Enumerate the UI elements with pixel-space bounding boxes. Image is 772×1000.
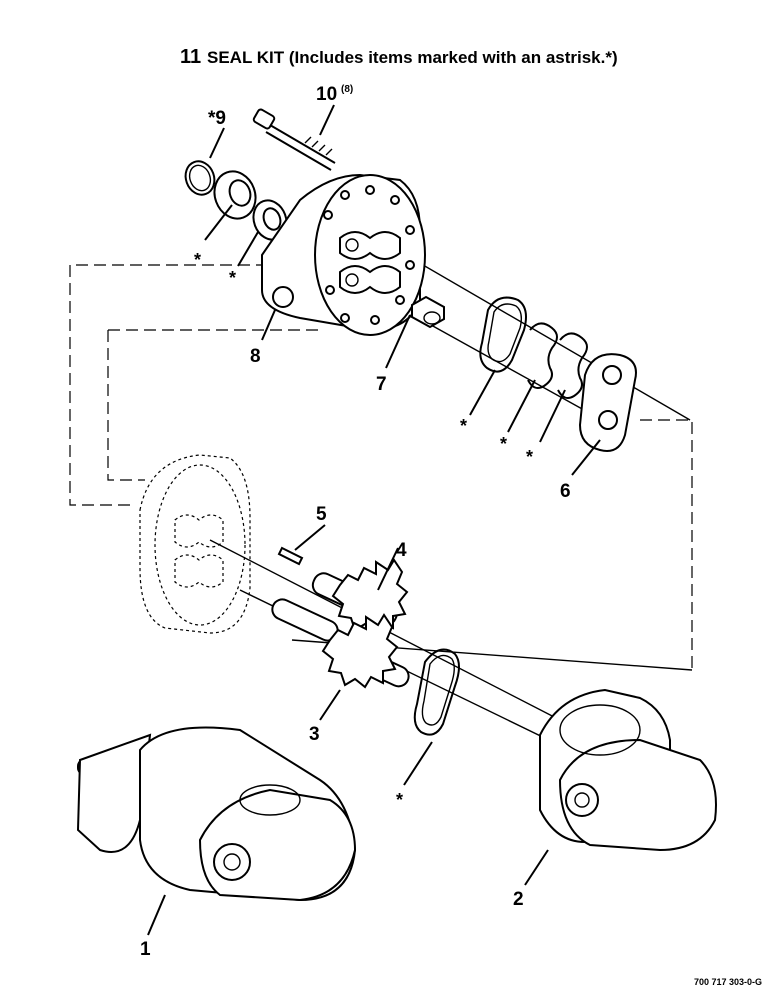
bolt-10 xyxy=(252,108,336,171)
plug-7 xyxy=(411,295,445,329)
callout-4: 4 xyxy=(396,540,407,561)
drive-gear-4 xyxy=(311,558,409,634)
key-5 xyxy=(277,546,304,566)
shaft-seal xyxy=(213,170,257,220)
o-ring-gasket-upper xyxy=(479,296,527,373)
callout-9: *9 xyxy=(208,108,226,129)
callout-1: 1 xyxy=(140,939,151,960)
asterisk-marker-washer: * xyxy=(229,268,236,288)
pump-housing-2 xyxy=(539,688,717,852)
callout-2: 2 xyxy=(513,889,524,910)
callout-10: 10 xyxy=(316,84,337,105)
driven-gear-3 xyxy=(271,598,410,689)
asterisk-marker-seal-ring-b: * xyxy=(526,447,533,467)
leader-lines xyxy=(147,104,601,936)
seal-ring-b xyxy=(557,332,588,399)
o-ring-gasket-lower xyxy=(413,648,460,736)
callout-6: 6 xyxy=(560,481,571,502)
asterisk-marker-seal: * xyxy=(194,250,201,270)
callout-3: 3 xyxy=(309,724,320,745)
asterisk-marker-gasket-upper: * xyxy=(460,416,467,436)
title-number: 11 xyxy=(180,46,201,68)
callout-5: 5 xyxy=(316,504,327,525)
title-text: SEAL KIT (Includes items marked with an … xyxy=(207,48,618,67)
cover-housing-8 xyxy=(261,173,426,336)
asterisk-marker-gasket-lower: * xyxy=(396,790,403,810)
callout-7: 7 xyxy=(376,374,387,395)
shaft-center-lines xyxy=(209,239,691,761)
callout-8: 8 xyxy=(250,346,261,367)
drawing-number: 700 717 303-0-G xyxy=(694,977,762,987)
callout-10-quantity: (8) xyxy=(341,84,353,95)
asterisk-marker-seal-ring-a: * xyxy=(500,434,507,454)
gear-body-outline xyxy=(139,454,251,634)
retaining-ring-9 xyxy=(184,160,216,196)
seal-ring-a xyxy=(527,322,558,389)
pump-assembly-1 xyxy=(76,726,357,902)
wear-plate-6 xyxy=(578,353,637,452)
